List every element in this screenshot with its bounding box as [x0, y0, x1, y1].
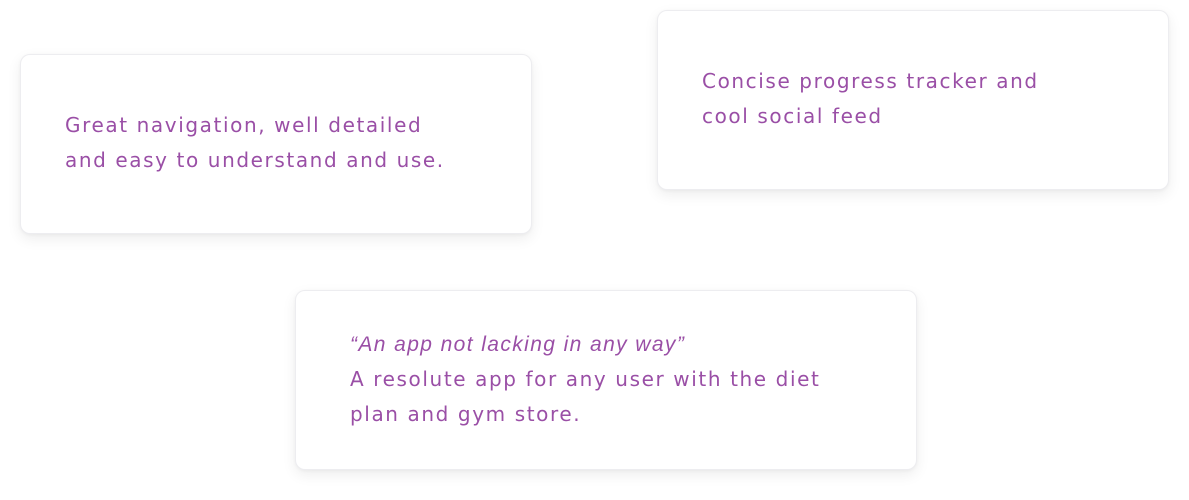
testimonial-card: Concise progress tracker and cool social…: [657, 10, 1169, 190]
testimonial-line: Great navigation, well detailed: [65, 113, 423, 137]
testimonial-line: plan and gym store.: [350, 402, 582, 426]
testimonial-line: cool social feed: [702, 104, 883, 128]
testimonial-line: and easy to understand and use.: [65, 148, 445, 172]
testimonial-quote: “An app not lacking in any way”: [350, 333, 686, 356]
testimonial-card: Great navigation, well detailed and easy…: [20, 54, 532, 234]
testimonial-card: “An app not lacking in any way” A resolu…: [295, 290, 917, 470]
testimonial-line: Concise progress tracker and: [702, 69, 1039, 93]
testimonial-text: Great navigation, well detailed and easy…: [65, 108, 505, 178]
testimonial-text: “An app not lacking in any way” A resolu…: [350, 328, 890, 432]
testimonial-line: A resolute app for any user with the die…: [350, 367, 821, 391]
testimonial-text: Concise progress tracker and cool social…: [702, 64, 1142, 134]
